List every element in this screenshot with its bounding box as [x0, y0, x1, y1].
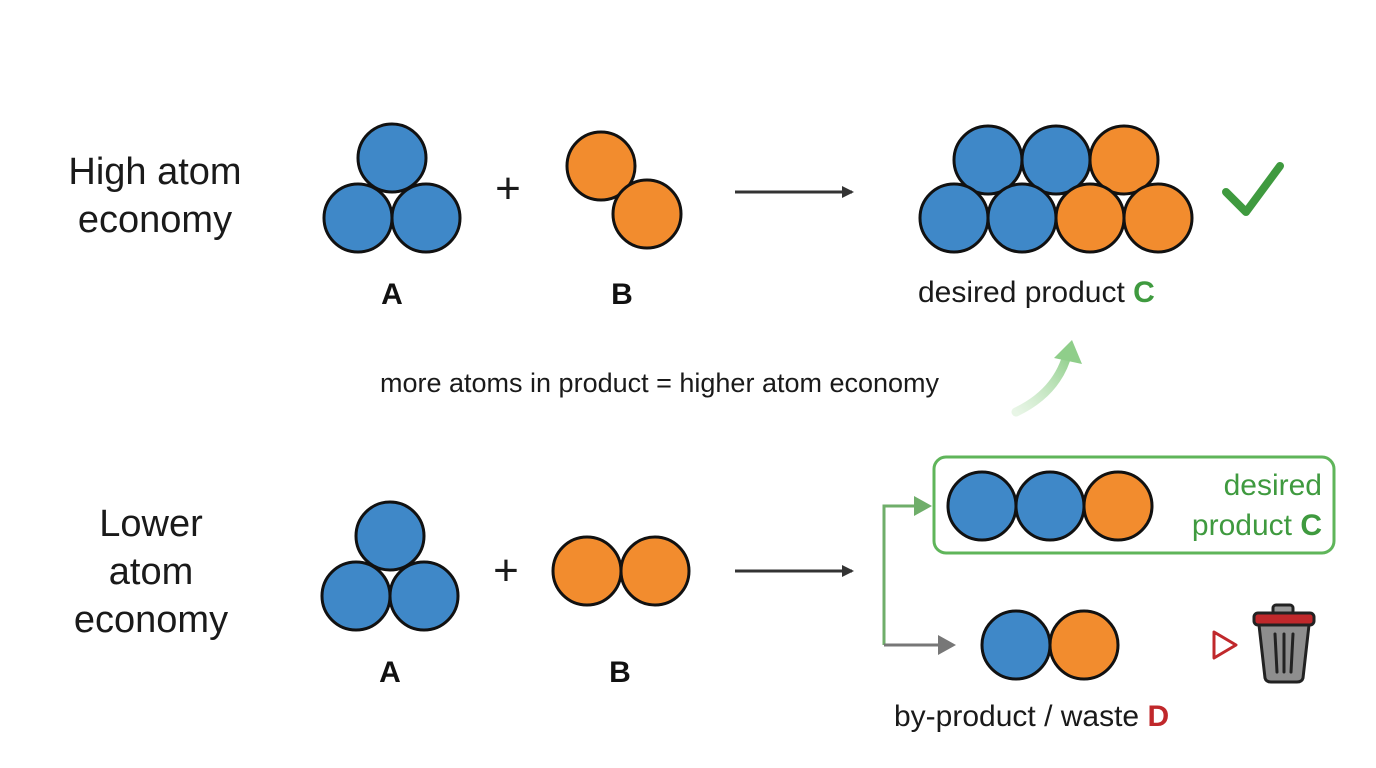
atom-orange — [565, 130, 637, 202]
high-reactant-a-molecule — [322, 122, 462, 254]
low-reactant-b-molecule — [551, 535, 691, 607]
atom-blue — [1014, 470, 1086, 542]
high-reactant-b-molecule — [565, 130, 683, 250]
atom-orange — [1122, 182, 1194, 254]
atom-blue — [918, 182, 990, 254]
atom-orange — [1054, 182, 1126, 254]
atom-orange — [1048, 609, 1120, 681]
low-desired-line2: product C — [1191, 509, 1322, 542]
low-row-title: Lower atom economy — [40, 500, 262, 644]
atom-orange — [619, 535, 691, 607]
low-product-c-molecule — [946, 470, 1154, 542]
atom-blue — [356, 122, 428, 194]
low-reactant-b-label: B — [609, 656, 631, 689]
atom-orange — [611, 178, 683, 250]
atom-blue — [986, 182, 1058, 254]
atom-orange — [551, 535, 623, 607]
atom-blue — [946, 470, 1018, 542]
low-desired-product-label: desired product C — [1160, 466, 1322, 546]
atom-blue — [354, 500, 426, 572]
high-product-text: desired product — [918, 276, 1125, 309]
low-desired-letter: C — [1300, 509, 1322, 542]
low-title-line2: atom — [108, 551, 194, 593]
atom-blue — [980, 609, 1052, 681]
trash-can-icon — [1252, 603, 1316, 684]
atom-orange — [1088, 124, 1160, 196]
atom-blue — [952, 124, 1024, 196]
high-row-title: High atom economy — [40, 148, 270, 244]
high-product-label: desired product C — [918, 276, 1155, 310]
waste-label: by-product / waste D — [894, 700, 1169, 734]
atom-blue — [1020, 124, 1092, 196]
low-title-line3: economy — [73, 599, 229, 641]
atom-blue — [322, 182, 394, 254]
high-reactant-a-label: A — [381, 278, 403, 311]
high-product-c-molecule — [918, 124, 1194, 254]
atom-orange — [1082, 470, 1154, 542]
atom-blue — [388, 560, 460, 632]
high-product-letter: C — [1133, 276, 1155, 309]
waste-letter: D — [1147, 700, 1170, 733]
low-reactant-a-molecule — [320, 500, 460, 632]
atom-economy-note: more atoms in product = higher atom econ… — [380, 368, 940, 398]
byproduct-d-molecule — [980, 609, 1120, 681]
high-reactant-b-label: B — [611, 278, 633, 311]
atom-blue — [320, 560, 392, 632]
check-icon — [1222, 162, 1284, 216]
waste-arrow — [1140, 630, 1238, 660]
low-desired-line1: desired — [1223, 469, 1322, 502]
curved-arrow-icon — [1011, 340, 1082, 417]
atom-blue — [390, 182, 462, 254]
low-reactant-a-label: A — [379, 656, 401, 689]
branch-arrows — [882, 496, 956, 655]
high-title-line1: High atom — [68, 151, 242, 193]
high-title-line2: economy — [77, 199, 233, 241]
low-title-line1: Lower — [99, 503, 203, 545]
low-plus-sign: + — [493, 546, 519, 595]
high-plus-sign: + — [495, 164, 521, 213]
waste-text: by-product / waste — [894, 700, 1140, 733]
